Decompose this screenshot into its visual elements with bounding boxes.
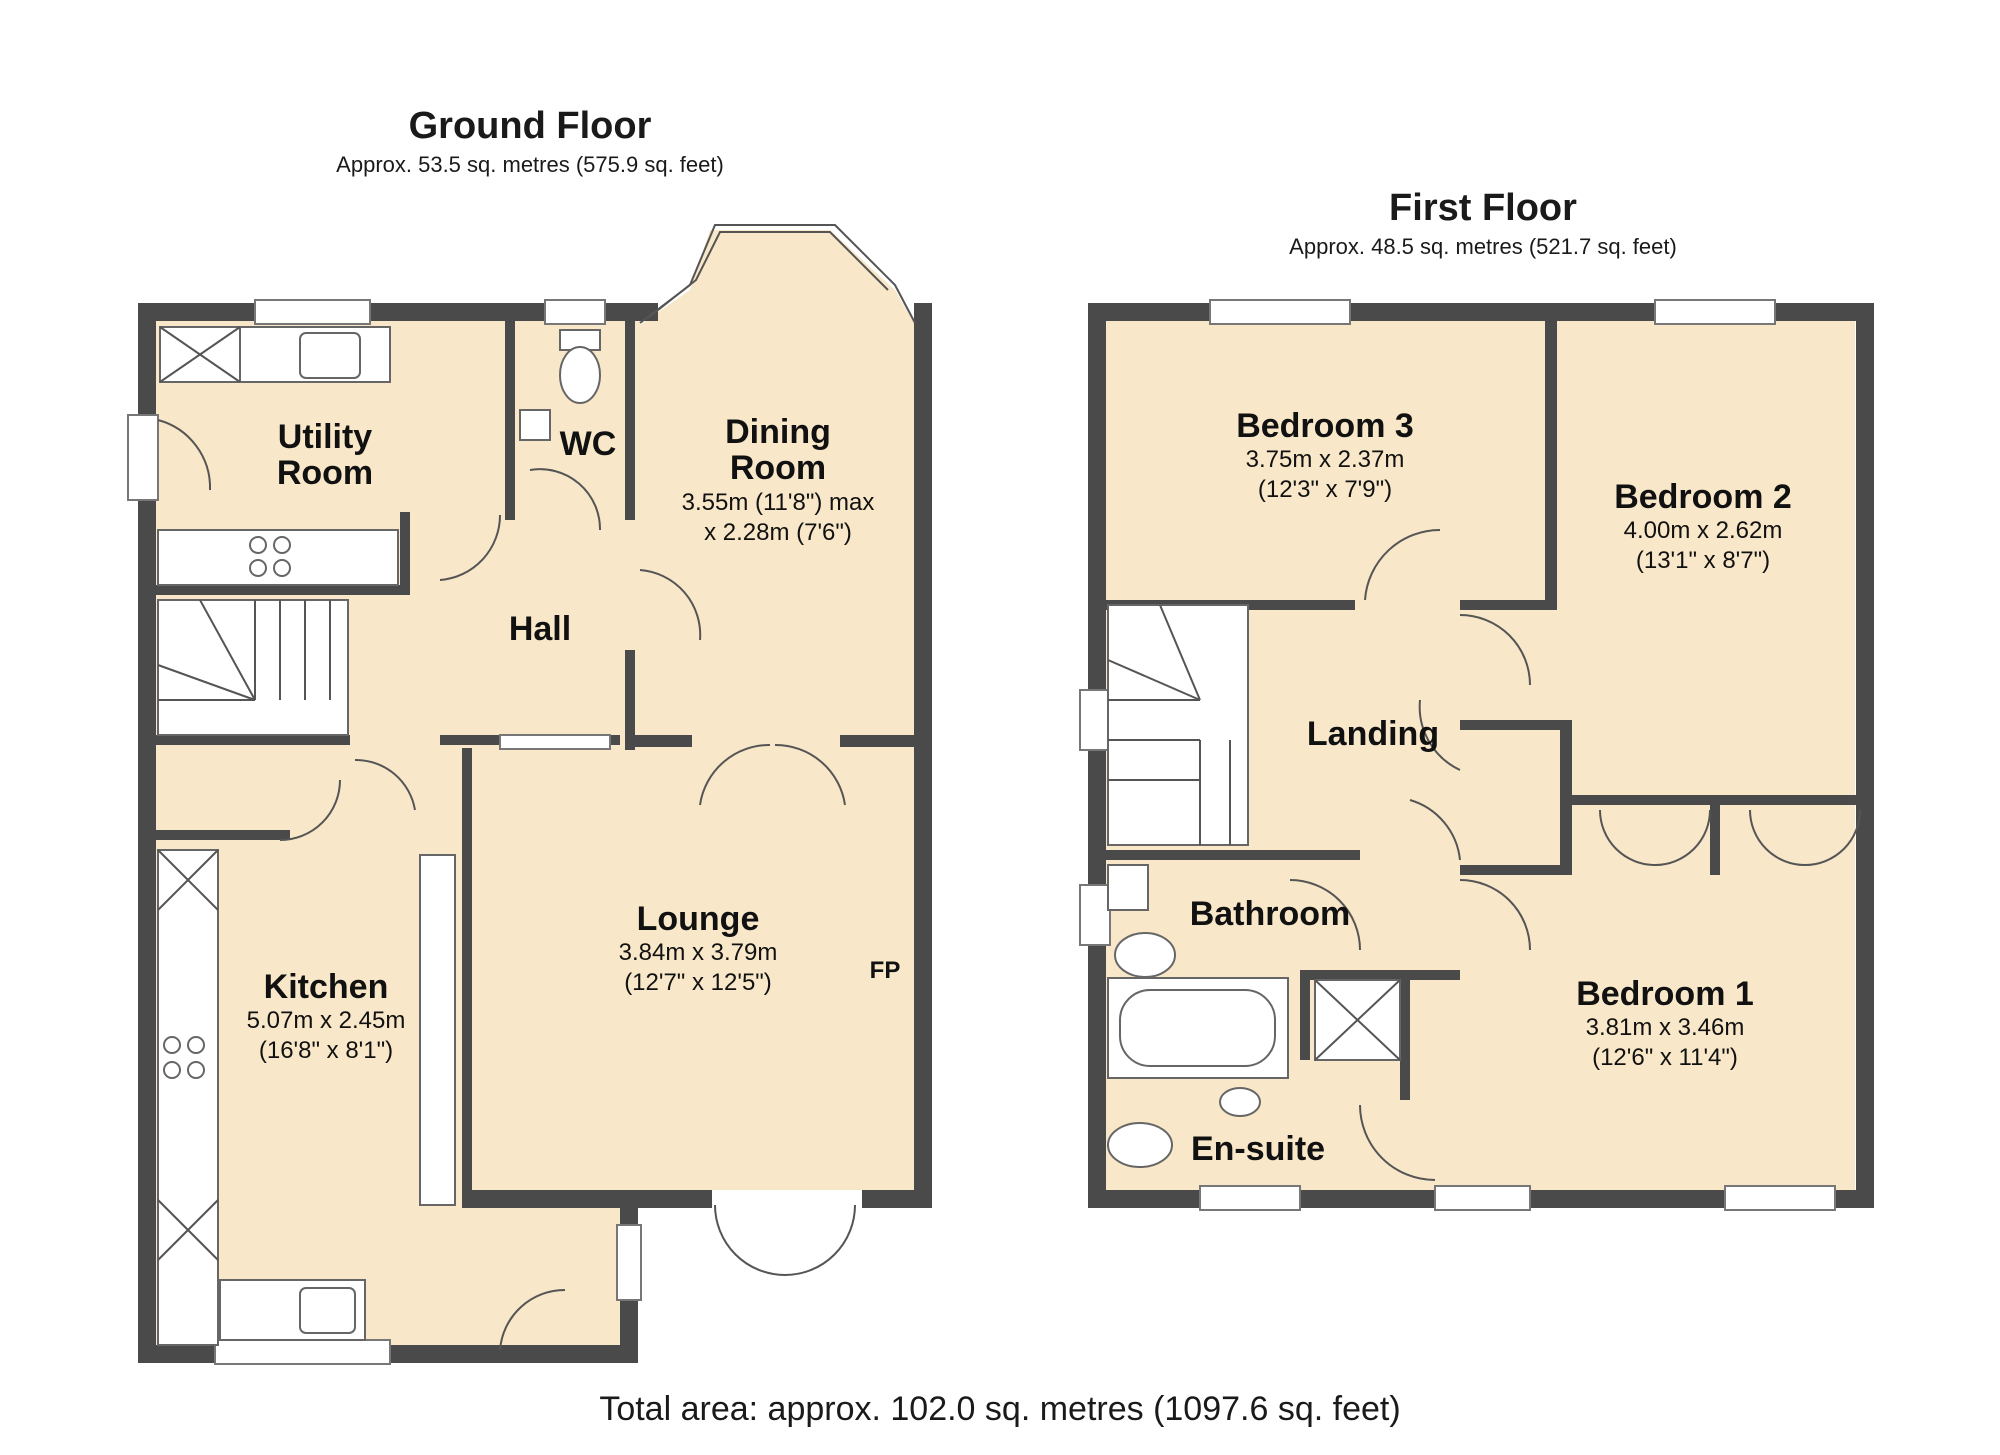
kitchen-dimensions-2: (16'8" x 8'1") [259,1037,393,1064]
wc-label: WC [560,425,617,463]
bathroom-label: Bathroom [1190,895,1351,933]
stairs [157,599,349,736]
en-suite-label: En-suite [1191,1130,1325,1168]
dining-room-label-2: Room [730,449,826,487]
bedroom-2-label: Bedroom 2 [1614,478,1792,516]
bedroom-1-dimensions-2: (12'6" x 11'4") [1592,1044,1738,1071]
ground-floor-area: Approx. 53.5 sq. metres (575.9 sq. feet) [336,152,724,177]
dining-room-label: Dining [725,413,831,451]
bedroom-1-label: Bedroom 1 [1576,975,1754,1013]
bedroom-3-label: Bedroom 3 [1236,407,1414,445]
bedroom-2-dimensions-2: (13'1" x 8'7") [1636,547,1770,574]
dining-room-dimensions-2: x 2.28m (7'6") [704,519,852,546]
ground-floor-plan [127,224,932,1365]
lounge-dimensions-2: (12'7" x 12'5") [624,969,772,996]
lounge-label: Lounge [637,900,760,938]
bedroom-3-dimensions-2: (12'3" x 7'9") [1258,476,1392,503]
kitchen-dimensions: 5.07m x 2.45m [247,1007,406,1034]
lounge-dimensions: 3.84m x 3.79m [619,939,778,966]
hall-label: Hall [509,610,571,648]
fireplace-label: FP [870,957,901,984]
ground-floor-title: Ground Floor [409,105,652,147]
utility-room-label: Utility [278,418,373,456]
total-area: Total area: approx. 102.0 sq. metres (10… [599,1390,1400,1428]
landing-label: Landing [1307,715,1439,753]
dining-room-dimensions: 3.55m (11'8") max [682,489,875,516]
bedroom-1-dimensions: 3.81m x 3.46m [1586,1014,1745,1041]
first-floor-title: First Floor [1389,187,1577,229]
bedroom-3-dimensions: 3.75m x 2.37m [1246,446,1405,473]
utility-room-label-2: Room [277,454,373,492]
first-floor-stairs [1107,604,1249,846]
first-floor-plan [1079,299,1874,1211]
bedroom-2-dimensions: 4.00m x 2.62m [1624,517,1783,544]
kitchen-label: Kitchen [264,968,389,1006]
first-floor-area: Approx. 48.5 sq. metres (521.7 sq. feet) [1289,234,1677,259]
